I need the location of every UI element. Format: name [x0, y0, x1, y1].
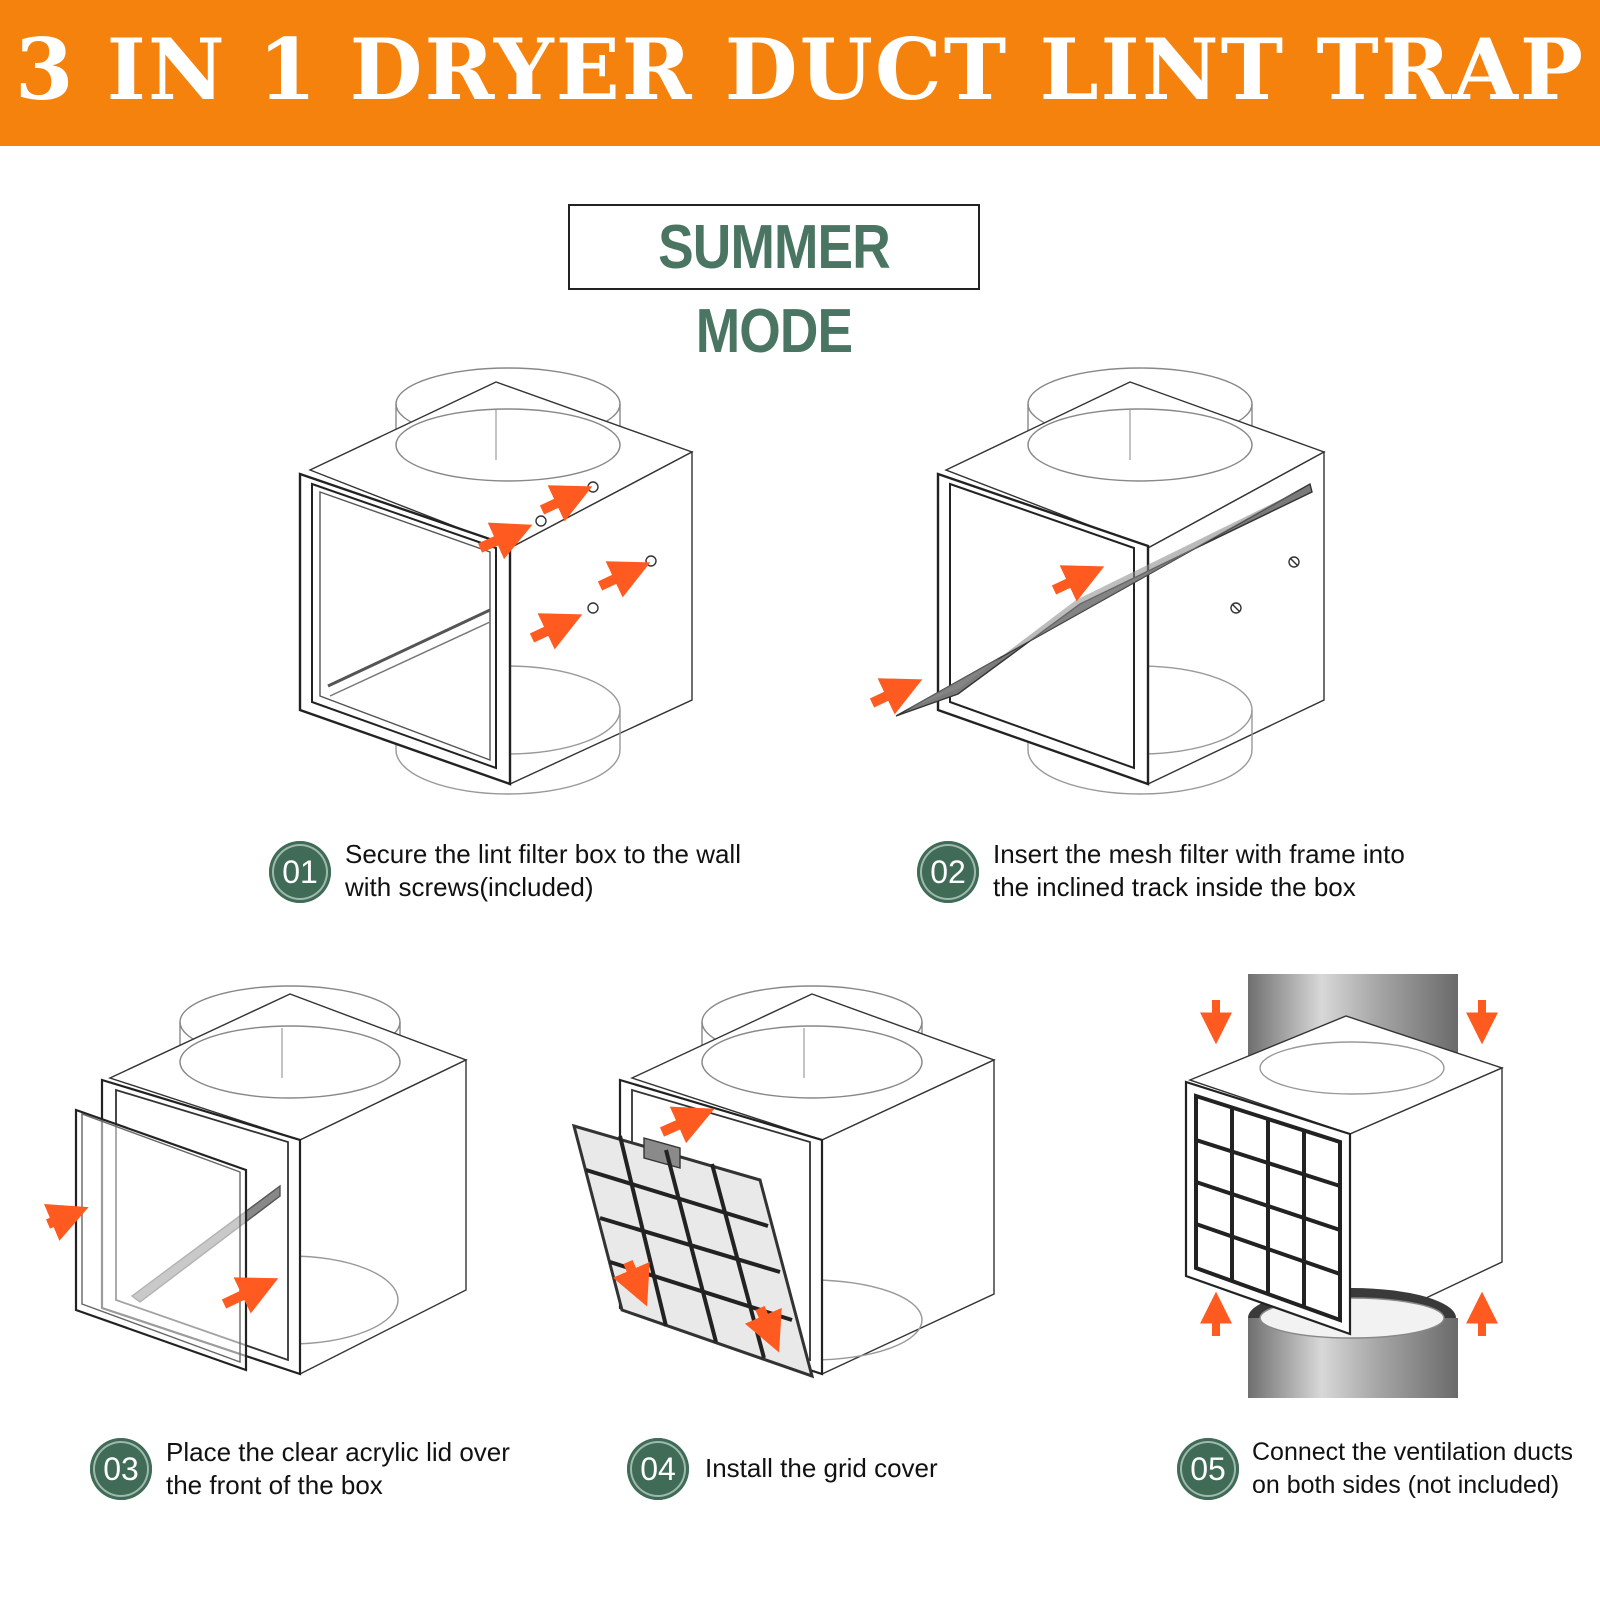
step-line: with screws(included) [345, 872, 594, 902]
step-number: 03 [103, 1451, 139, 1487]
step3-arrows [43, 1204, 279, 1314]
step-badge-02: 02 [917, 841, 979, 903]
title-banner: 3 IN 1 DRYER DUCT LINT TRAP [0, 0, 1600, 146]
step-badge-01: 01 [269, 841, 331, 903]
step-line: on both sides (not included) [1252, 1471, 1560, 1499]
step-line: Connect the ventilation ducts [1252, 1438, 1574, 1466]
step1-arrows [477, 485, 651, 650]
step2-illustration [895, 367, 1326, 795]
step-text-01: Secure the lint filter box to the wall w… [345, 838, 741, 904]
step-number: 05 [1190, 1451, 1226, 1487]
step-line: the inclined track inside the box [993, 872, 1356, 902]
step-text-04: Install the grid cover [705, 1452, 938, 1485]
step-badge-03: 03 [90, 1438, 152, 1500]
step-number: 02 [930, 854, 966, 890]
banner-title: 3 IN 1 DRYER DUCT LINT TRAP [14, 20, 1586, 119]
mode-badge: SUMMER MODE [568, 204, 980, 366]
mode-label: SUMMER MODE [658, 213, 891, 366]
step-text-02: Insert the mesh filter with frame into t… [993, 838, 1405, 904]
step2-arrows [869, 565, 1105, 715]
step-text-03: Place the clear acrylic lid over the fro… [166, 1436, 510, 1502]
step-line: Secure the lint filter box to the wall [345, 839, 741, 869]
step3-illustration [74, 985, 468, 1376]
step4-arrows [612, 1106, 782, 1353]
step-line: Install the grid cover [705, 1453, 938, 1483]
step5-illustration [1184, 974, 1504, 1398]
step-line: Place the clear acrylic lid over [166, 1437, 510, 1467]
step5-arrows [1200, 1000, 1498, 1336]
step1-illustration [298, 367, 694, 795]
step-number: 01 [282, 854, 318, 890]
step-line: the front of the box [166, 1470, 383, 1500]
step-number: 04 [640, 1451, 676, 1487]
step4-illustration [571, 985, 996, 1379]
step-text-05: Connect the ventilation ducts on both si… [1252, 1436, 1573, 1502]
step-badge-05: 05 [1177, 1438, 1239, 1500]
step-line: Insert the mesh filter with frame into [993, 839, 1405, 869]
step-badge-04: 04 [627, 1438, 689, 1500]
